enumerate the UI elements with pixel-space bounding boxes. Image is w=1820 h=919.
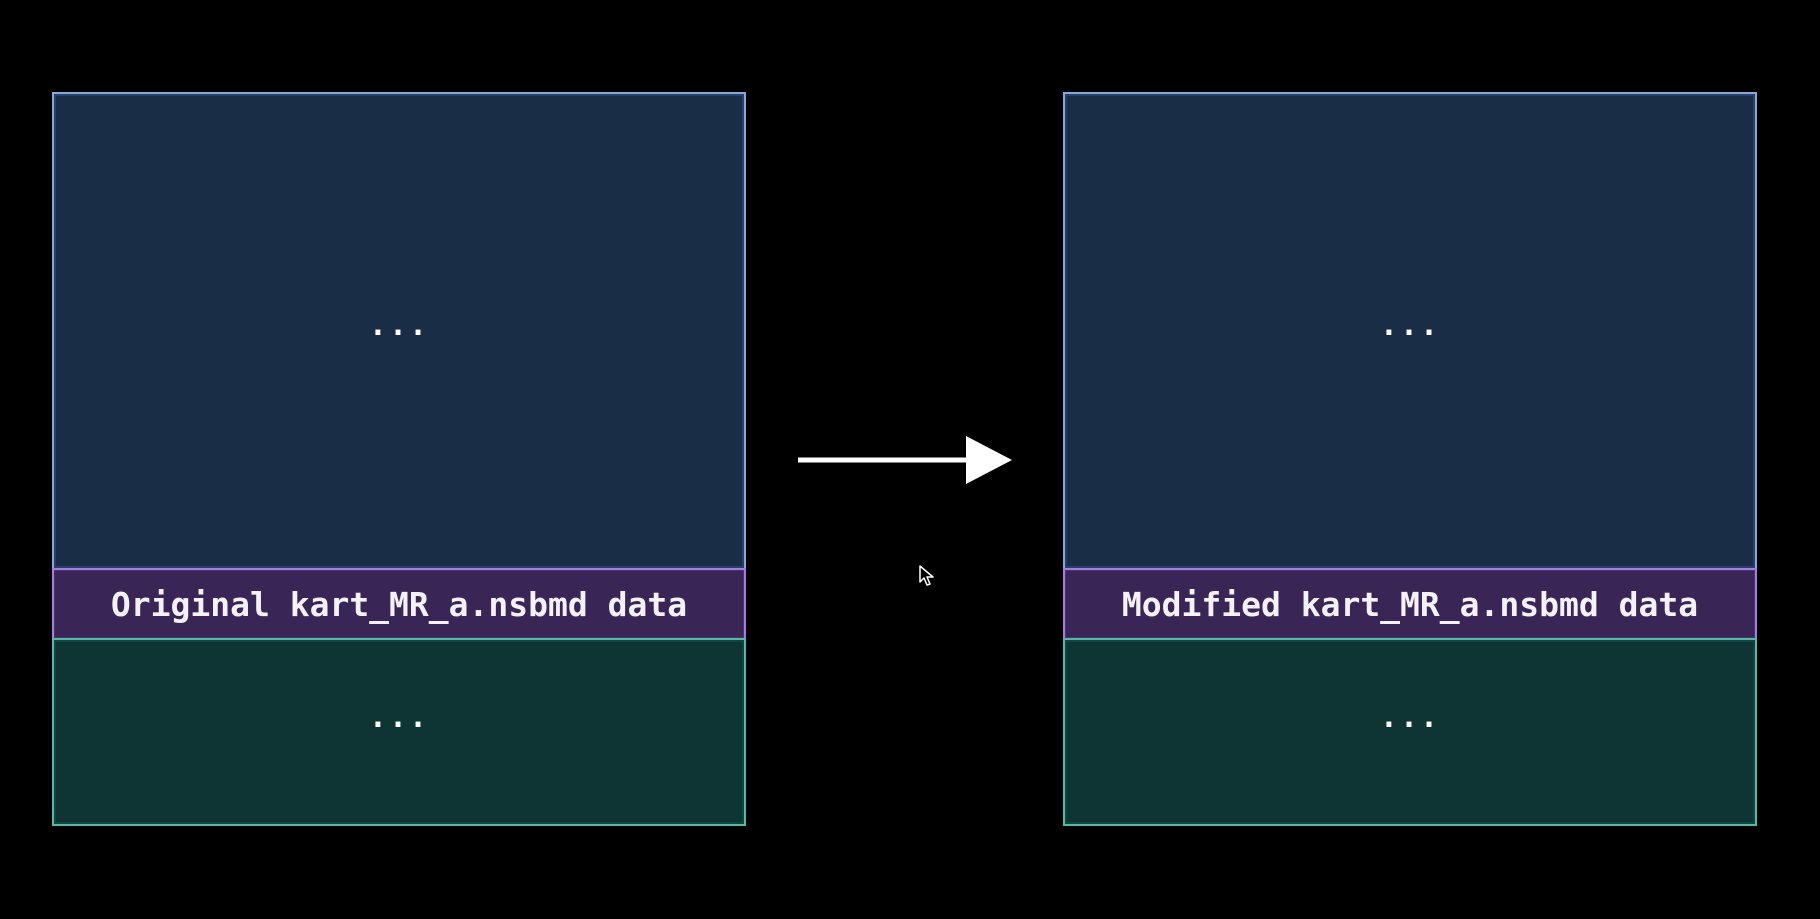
original-nsbmd-data-block: Original kart_MR_a.nsbmd data [52,568,746,640]
ellipsis-text: ... [1379,307,1441,343]
modified-nsbmd-label: Modified kart_MR_a.nsbmd data [1121,584,1699,624]
original-file-layout: ... Original kart_MR_a.nsbmd data ... [52,92,746,828]
ellipsis-text: ... [368,307,430,343]
original-following-data-block: ... [52,638,746,826]
right-arrow-icon [798,436,1012,484]
modified-preceding-data-block: ... [1063,92,1757,570]
mouse-pointer-icon [919,565,934,586]
original-preceding-data-block: ... [52,92,746,570]
ellipsis-text: ... [368,699,430,735]
modified-file-layout: ... Modified kart_MR_a.nsbmd data ... [1063,92,1757,828]
original-nsbmd-label: Original kart_MR_a.nsbmd data [110,584,688,624]
ellipsis-text: ... [1379,699,1441,735]
modified-nsbmd-data-block: Modified kart_MR_a.nsbmd data [1063,568,1757,640]
modified-following-data-block: ... [1063,638,1757,826]
